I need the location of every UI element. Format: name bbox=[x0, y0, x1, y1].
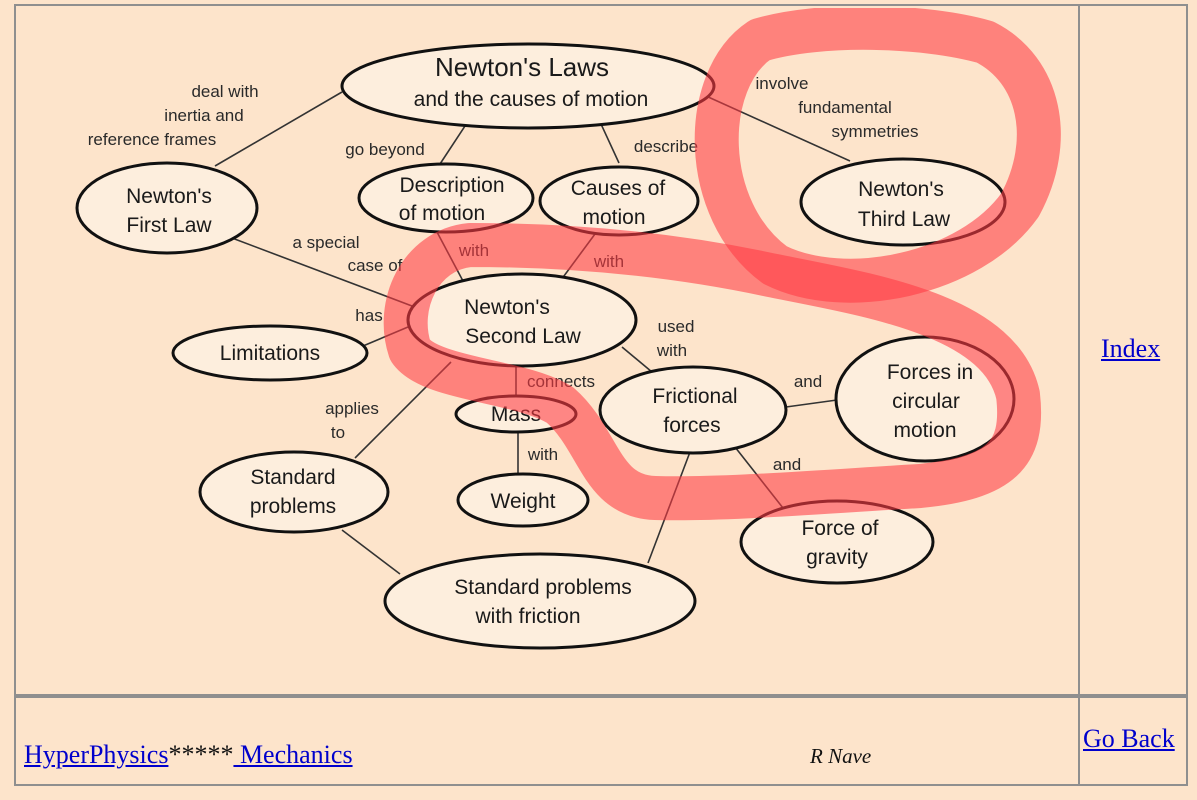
node-third-law-line2: Third Law bbox=[858, 208, 951, 231]
node-circular-line2: circular bbox=[892, 390, 960, 413]
link-used-with-line2: with bbox=[656, 341, 687, 360]
node-weight bbox=[456, 472, 590, 528]
link-involve-line2: fundamental bbox=[798, 98, 892, 117]
go-back-link[interactable]: Go Back bbox=[1083, 724, 1175, 753]
node-frictional-line2: forces bbox=[663, 414, 720, 437]
link-describe: describe bbox=[634, 137, 698, 156]
node-frictional-line1: Frictional bbox=[652, 385, 737, 408]
mechanics-link[interactable]: Mechanics bbox=[233, 740, 353, 769]
node-newtons-laws-line2: and the causes of motion bbox=[414, 88, 649, 111]
node-std-friction-line2: with friction bbox=[474, 605, 580, 628]
edge-first-second bbox=[231, 237, 413, 307]
node-limitations bbox=[171, 324, 369, 382]
link-used-with-line1: used bbox=[658, 317, 695, 336]
node-standard-line2: problems bbox=[250, 495, 336, 518]
node-circular-line3: motion bbox=[893, 419, 956, 442]
link-deal-with-line3: reference frames bbox=[88, 130, 217, 149]
node-gravity-line1: Force of bbox=[801, 517, 878, 540]
link-go-beyond: go beyond bbox=[345, 140, 424, 159]
edge-standard-stdfriction bbox=[341, 529, 401, 575]
link-and-circular: and bbox=[794, 372, 822, 391]
node-weight-label: Weight bbox=[491, 490, 556, 513]
node-circular-line1: Forces in bbox=[887, 361, 973, 384]
node-standard-problems-friction bbox=[383, 552, 697, 650]
highlight-annotation bbox=[383, 8, 1061, 521]
footer-stars: ***** bbox=[168, 740, 234, 769]
node-std-friction-line1: Standard problems bbox=[454, 576, 631, 599]
link-involve-line3: symmetries bbox=[832, 122, 919, 141]
link-deal-with-line1: deal with bbox=[191, 82, 258, 101]
node-causes-line1: Causes of bbox=[571, 177, 666, 200]
node-first-law bbox=[75, 161, 259, 255]
link-and-gravity: and bbox=[773, 455, 801, 474]
concept-map-link-labels: deal with inertia and reference frames g… bbox=[88, 74, 919, 474]
hyperphysics-link[interactable]: HyperPhysics bbox=[24, 740, 169, 769]
node-first-law-line1: Newton's bbox=[126, 185, 212, 208]
link-has: has bbox=[355, 306, 382, 325]
highlight-loop-second-law bbox=[383, 223, 1042, 521]
link-deal-with-line2: inertia and bbox=[164, 106, 243, 125]
sidebar-cell bbox=[1078, 4, 1188, 696]
edge-laws-causes bbox=[600, 123, 620, 164]
node-gravity-line2: gravity bbox=[806, 546, 868, 569]
footer-nav: HyperPhysics***** Mechanics bbox=[24, 740, 353, 770]
node-standard-problems bbox=[198, 450, 390, 534]
link-with-mass: with bbox=[527, 445, 558, 464]
node-causes-line2: motion bbox=[582, 206, 645, 229]
node-second-law-line1: Newton's bbox=[464, 296, 550, 319]
author-credit: R Nave bbox=[810, 744, 872, 768]
concept-map: Newton's Laws and the causes of motion N… bbox=[75, 8, 1061, 650]
concept-map-node-labels: Newton's Laws and the causes of motion N… bbox=[126, 52, 973, 628]
node-newtons-laws-line1: Newton's Laws bbox=[435, 52, 609, 82]
node-description-line2: of motion bbox=[399, 202, 485, 225]
node-third-law-line1: Newton's bbox=[858, 178, 944, 201]
edge-laws-first bbox=[214, 91, 343, 167]
node-limitations-label: Limitations bbox=[220, 342, 320, 365]
node-second-law-line2: Second Law bbox=[465, 325, 581, 348]
highlight-loop-third-law bbox=[694, 8, 1061, 303]
node-standard-line1: Standard bbox=[250, 466, 335, 489]
link-applies-to-line2: to bbox=[331, 423, 345, 442]
link-involve-line1: involve bbox=[756, 74, 809, 93]
edge-laws-description bbox=[439, 125, 466, 165]
concept-map-nodes bbox=[75, 42, 1016, 650]
edge-frictional-circular bbox=[785, 399, 838, 408]
node-frictional-forces bbox=[598, 365, 788, 455]
node-first-law-line2: First Law bbox=[126, 214, 212, 237]
node-description-line1: Description bbox=[399, 174, 504, 197]
edge-second-frictional bbox=[621, 346, 653, 373]
link-special-case-line1: a special bbox=[292, 233, 359, 252]
link-applies-to-line1: applies bbox=[325, 399, 379, 418]
index-link[interactable]: Index bbox=[1101, 334, 1161, 363]
link-special-case-line2: case of bbox=[348, 256, 403, 275]
footer-side-cell bbox=[1078, 696, 1188, 786]
